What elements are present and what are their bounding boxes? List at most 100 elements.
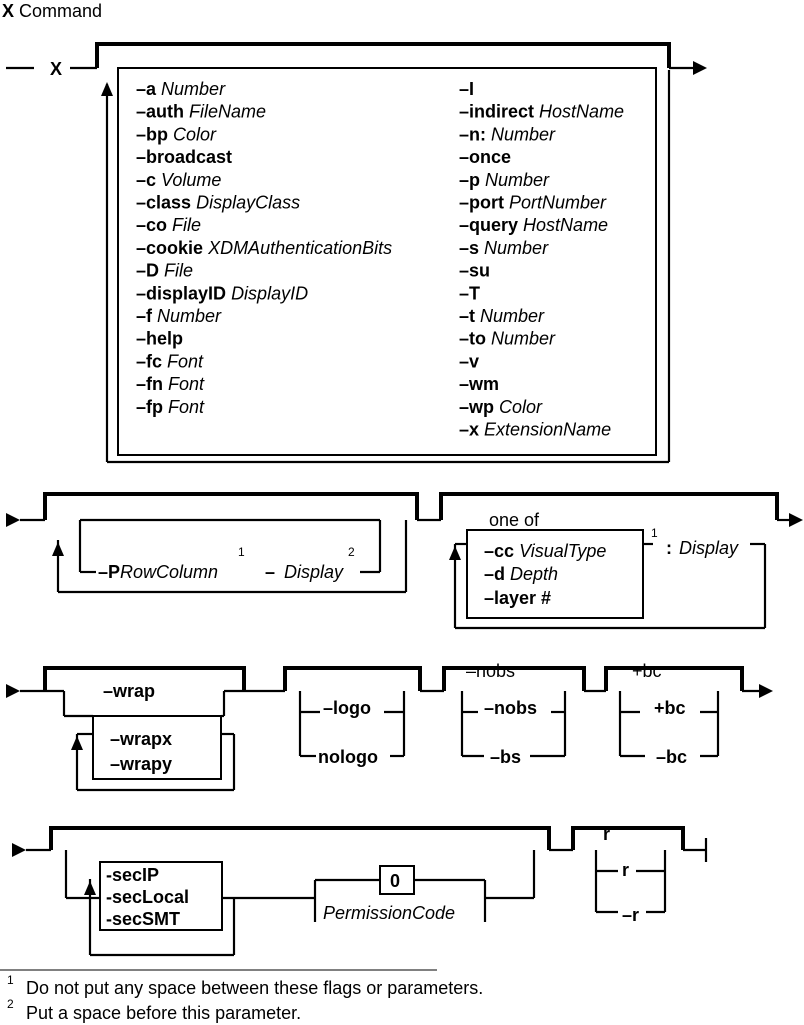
option-param: Number (491, 124, 556, 144)
option-flag: –cookie (136, 238, 203, 258)
option-once: –once (459, 147, 511, 167)
option-param: File (164, 261, 193, 281)
option-t: –t Number (459, 306, 545, 326)
choice-cc: –cc VisualType (484, 541, 606, 561)
seclocal-flag: -secLocal (106, 887, 189, 907)
depth-param: Depth (510, 564, 558, 584)
r-minus-flag: –r (622, 905, 639, 925)
p-flag: –P (98, 562, 120, 582)
option-flag: –wp (459, 397, 494, 417)
option-flag: –D (136, 261, 159, 281)
footnote-number: 2 (7, 997, 14, 1011)
option-param: Volume (161, 170, 221, 190)
rowcolumn-param: RowColumn (120, 562, 218, 582)
arrow-up-icon (52, 542, 64, 556)
option-fc: –fc Font (136, 351, 204, 371)
option-flag: –class (136, 193, 191, 213)
option-s: –s Number (459, 238, 549, 258)
title-label: Command (14, 1, 102, 21)
option-param: Number (161, 79, 226, 99)
nologo-flag: nologo (318, 747, 378, 767)
option-x: –x ExtensionName (459, 420, 611, 440)
option-d: –D File (136, 261, 193, 281)
arrow-right-icon (789, 513, 803, 527)
arrow-up-icon (101, 82, 113, 96)
bc-default: +bc (632, 661, 662, 681)
option-flag: –su (459, 261, 490, 281)
nobs-flag: –nobs (484, 698, 537, 718)
option-param: File (172, 215, 201, 235)
option-v: –v (459, 351, 479, 371)
option-flag: –n: (459, 124, 486, 144)
bs-flag: –bs (490, 747, 521, 767)
option-param: Font (168, 397, 205, 417)
option-flag: –port (459, 193, 504, 213)
cc-flag: –cc (484, 541, 514, 561)
option-fn: –fn Font (136, 374, 205, 394)
option-flag: –I (459, 79, 474, 99)
display-param: Display (284, 562, 344, 582)
wrapx-flag: –wrapx (110, 729, 172, 749)
option-param: Number (485, 170, 550, 190)
options-right-column: –I–indirect HostName–n: Number–once–p Nu… (459, 79, 624, 440)
choice-layer: –layer # (484, 588, 551, 608)
footnote-ref: 2 (348, 545, 355, 559)
option-a: –a Number (136, 79, 226, 99)
option-param: HostName (523, 215, 608, 235)
command-name: X (50, 59, 62, 79)
option-to: –to Number (459, 329, 556, 349)
option-broadcast: –broadcast (136, 147, 232, 167)
option-cookie: –cookie XDMAuthenticationBits (136, 238, 392, 258)
options-left-column: –a Number–auth FileName–bp Color–broadca… (136, 79, 392, 417)
option-param: Color (173, 124, 217, 144)
option-param: Number (480, 306, 545, 326)
option-param: Font (168, 374, 205, 394)
footnote-text: Put a space before this parameter. (26, 1003, 301, 1023)
option-flag: –t (459, 306, 475, 326)
option-param: PortNumber (509, 193, 607, 213)
option-flag: –auth (136, 102, 184, 122)
arrow-up-icon (449, 546, 461, 560)
wrap-flag: –wrap (103, 681, 155, 701)
row4-lines (12, 826, 708, 957)
option-flag: –bp (136, 124, 168, 144)
r-flag: r (622, 860, 629, 880)
option-param: DisplayClass (196, 193, 300, 213)
bc-minus-flag: –bc (656, 747, 687, 767)
option-flag: –fc (136, 351, 162, 371)
footnote-ref: 1 (651, 526, 658, 540)
option-flag: –fp (136, 397, 163, 417)
option-flag: –wm (459, 374, 499, 394)
option-param: XDMAuthenticationBits (207, 238, 392, 258)
nobs-default: –nobs (466, 661, 515, 681)
row3-lines (6, 666, 773, 792)
arrow-right-icon (6, 513, 20, 527)
arrow-right-icon (693, 61, 707, 75)
dash-separator: – (265, 562, 275, 582)
option-param: DisplayID (231, 283, 308, 303)
wrapy-flag: –wrapy (110, 754, 172, 774)
footnote-ref: 1 (238, 545, 245, 559)
logo-flag: –logo (323, 698, 371, 718)
option-wm: –wm (459, 374, 499, 394)
option-param: ExtensionName (484, 420, 611, 440)
option-n: –n: Number (459, 124, 556, 144)
title-command-name: X (2, 1, 14, 21)
diagram-title: X Command (2, 1, 102, 21)
option-param: Number (157, 306, 222, 326)
option-param: HostName (539, 102, 624, 122)
option-p: –p Number (459, 170, 550, 190)
display-group-lines (439, 492, 803, 630)
option-class: –class DisplayClass (136, 193, 300, 213)
row1-lines: X (6, 42, 707, 464)
r-default: r (603, 824, 610, 844)
option-param: Number (484, 238, 549, 258)
visualtype-param: VisualType (519, 541, 606, 561)
arrow-up-icon (71, 736, 83, 750)
p-flag-group: –PRowColumn (98, 562, 218, 582)
option-fp: –fp Font (136, 397, 205, 417)
option-flag: –T (459, 283, 480, 303)
footnote-text: Do not put any space between these flags… (26, 978, 483, 998)
option-param: Number (491, 329, 556, 349)
